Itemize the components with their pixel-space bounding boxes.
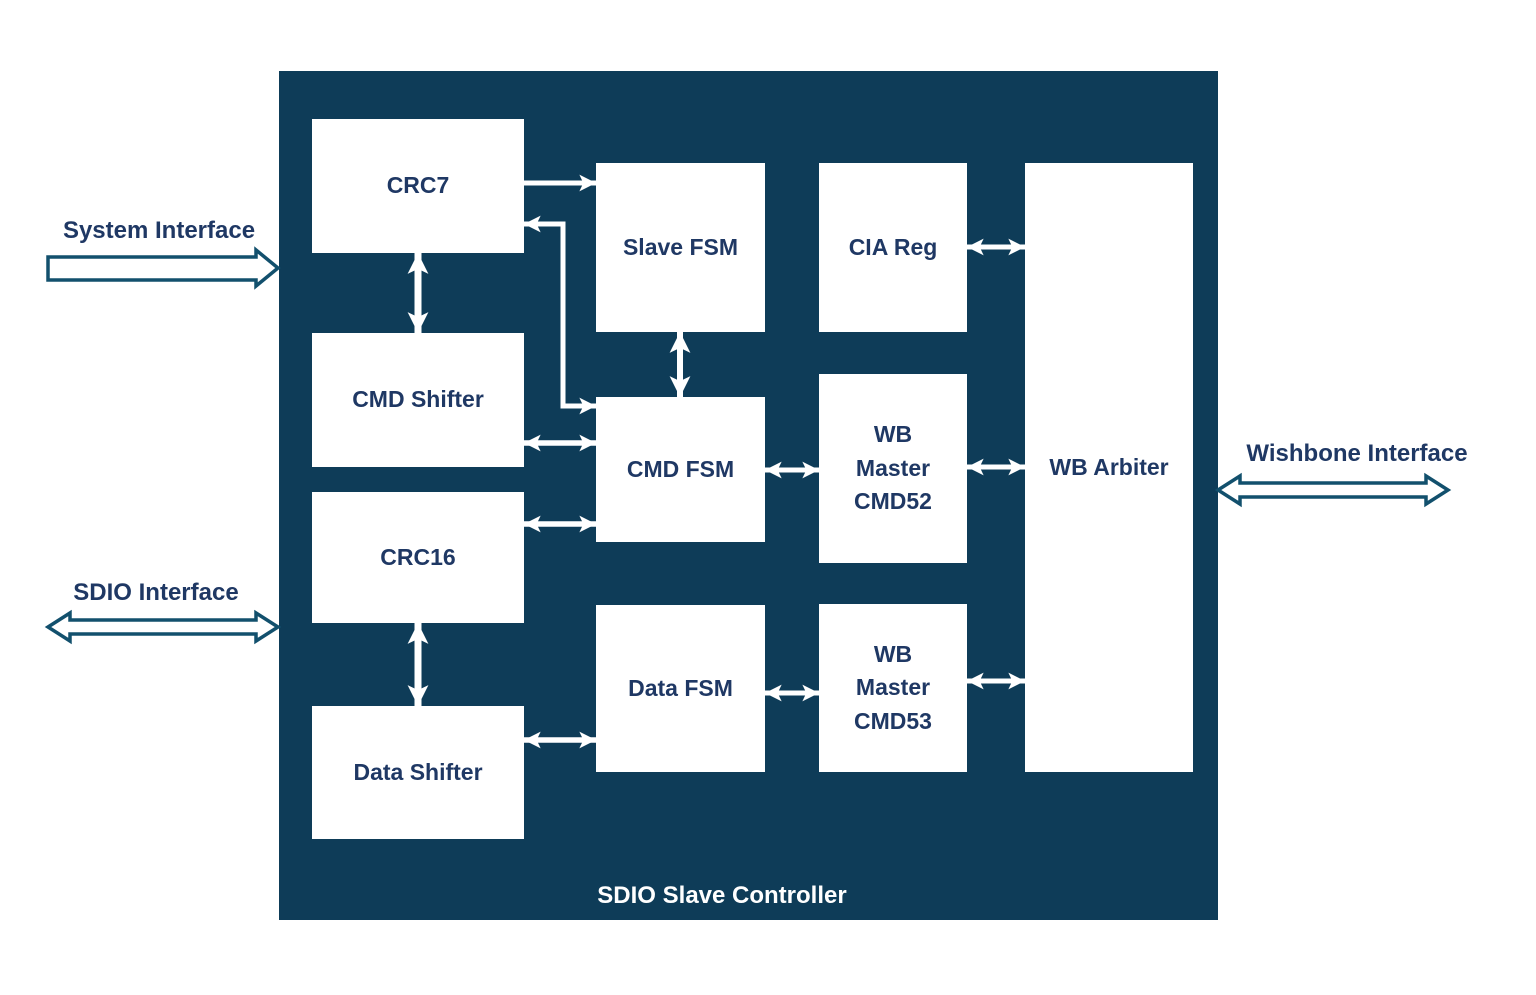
wishbone-interface-arrow-icon — [1214, 472, 1452, 508]
sdio-interface-label: SDIO Interface — [73, 579, 239, 606]
block-data-shifter: Data Shifter — [312, 706, 524, 839]
block-wb-arbiter: WB Arbiter — [1025, 163, 1193, 772]
system-interface-arrow-icon — [46, 246, 281, 290]
block-wb-master-cmd53: WB Master CMD53 — [819, 604, 967, 772]
sdio-interface-arrow-icon — [44, 609, 282, 645]
block-data-fsm: Data FSM — [596, 605, 765, 772]
wishbone-interface-label: Wishbone Interface — [1246, 440, 1468, 467]
block-cmd-shifter: CMD Shifter — [312, 333, 524, 467]
block-cia-reg: CIA Reg — [819, 163, 967, 332]
system-interface-label: System Interface — [62, 217, 256, 244]
block-wb-master-cmd52: WB Master CMD52 — [819, 374, 967, 563]
block-cmd-fsm: CMD FSM — [596, 397, 765, 542]
block-crc16: CRC16 — [312, 492, 524, 623]
block-slave-fsm: Slave FSM — [596, 163, 765, 332]
sdio-slave-controller-caption: SDIO Slave Controller — [597, 882, 847, 909]
block-crc7: CRC7 — [312, 119, 524, 253]
